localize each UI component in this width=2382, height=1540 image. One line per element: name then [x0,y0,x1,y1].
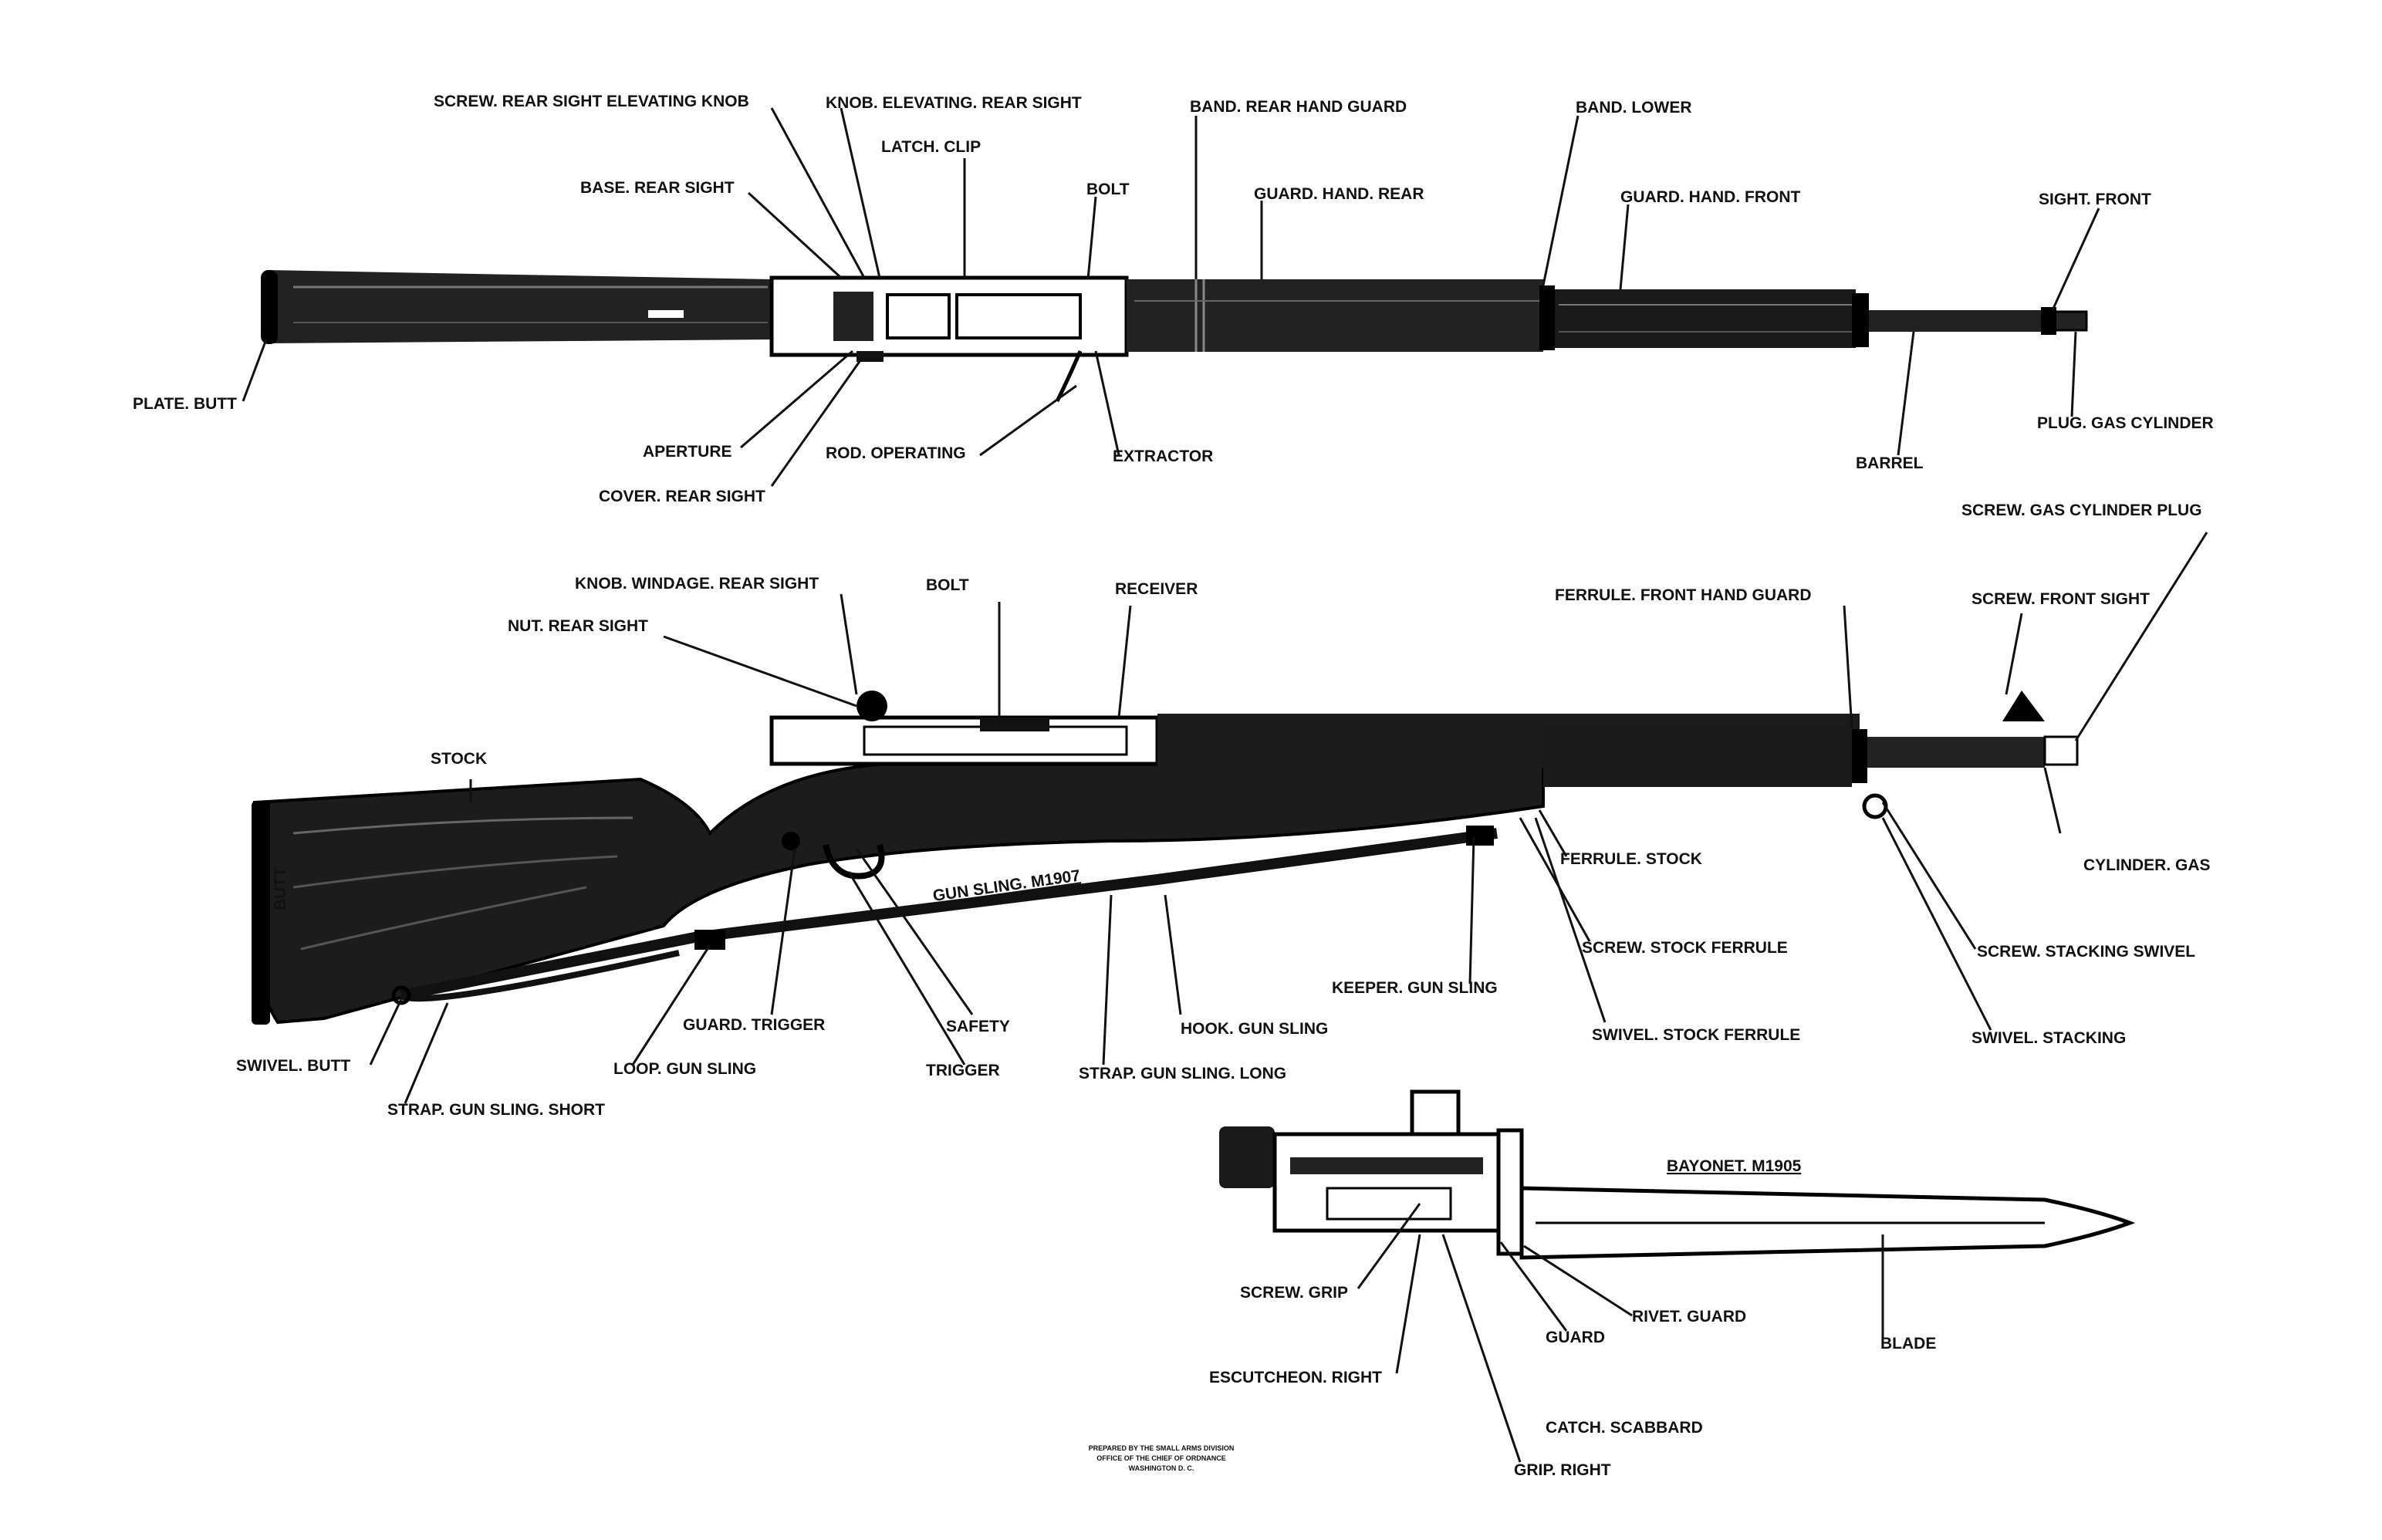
bayonet-guard [1496,1128,1524,1256]
barrel-top [1869,310,2054,332]
leader-lines [242,107,2208,1463]
gas-cylinder-side [1867,737,2045,768]
stacking-swivel-side [1862,793,1888,819]
label-ferrule-stock: FERRULE. STOCK [1560,850,1702,868]
label-keeper-gun-sling: KEEPER. GUN SLING [1332,979,1498,997]
label-safety: SAFETY [946,1018,1010,1035]
label-guard-hand-front: GUARD. HAND. FRONT [1620,188,1800,206]
stock-side [252,762,1545,1025]
label-receiver: RECEIVER [1115,580,1198,598]
label-band-rear-hand-guard: BAND. REAR HAND GUARD [1190,98,1407,116]
label-strap-gun-sling-short: STRAP. GUN SLING. SHORT [387,1101,605,1119]
label-swivel-stacking: SWIVEL. STACKING [1971,1029,2126,1047]
label-screw-front-sight: SCREW. FRONT SIGHT [1971,590,2150,608]
label-screw-stock-ferrule: SCREW. STOCK FERRULE [1582,939,1788,957]
label-nut-rear-sight: NUT. REAR SIGHT [508,617,648,635]
label-guard-trigger: GUARD. TRIGGER [683,1016,825,1034]
label-ferrule-front-hand-guard: FERRULE. FRONT HAND GUARD [1555,586,1811,604]
label-cylinder-gas: CYLINDER. GAS [2083,856,2211,874]
label-aperture: APERTURE [643,443,732,461]
bayonet-m1905 [1219,1089,2136,1260]
butt-stock-top [264,270,772,343]
trigger-guard-side [823,843,885,880]
label-rivet-guard: RIVET. GUARD [1632,1308,1746,1326]
label-swivel-butt: SWIVEL. BUTT [236,1057,350,1075]
label-strap-gun-sling-long: STRAP. GUN SLING. LONG [1079,1065,1286,1082]
credit-block: PREPARED BY THE SMALL ARMS DIVISION OFFI… [1089,1444,1235,1472]
bayonet-pommel [1219,1126,1275,1188]
gun-sling-side [400,828,1498,1001]
label-catch-scabbard: CATCH. SCABBARD [1546,1419,1703,1437]
label-bolt-top: BOLT [1086,181,1130,198]
label-guard-hand-rear: GUARD. HAND. REAR [1254,185,1424,203]
rifle-top-view [261,270,2088,403]
label-band-lower: BAND. LOWER [1576,99,1692,117]
label-bayonet-m1905: BAYONET. M1905 [1667,1157,1802,1175]
rifle-side-view [252,691,2079,1025]
label-screw-rear-sight-elevating-knob: SCREW. REAR SIGHT ELEVATING KNOB [434,93,749,110]
label-bolt-side: BOLT [926,576,969,594]
label-latch-clip: LATCH. CLIP [881,138,981,156]
label-stock: STOCK [431,750,487,768]
butt-plate [261,270,278,344]
label-barrel: BARREL [1856,454,1924,472]
label-screw-grip: SCREW. GRIP [1240,1284,1348,1302]
label-hook-gun-sling: HOOK. GUN SLING [1181,1020,1328,1038]
label-screw-stacking-swivel: SCREW. STACKING SWIVEL [1977,943,2195,961]
credit-line-1: PREPARED BY THE SMALL ARMS DIVISION [1089,1444,1235,1452]
rear-sight-knob-side [857,691,887,721]
label-loop-gun-sling: LOOP. GUN SLING [613,1060,756,1078]
label-rod-operating: ROD. OPERATING [826,444,966,462]
label-knob-elevating-rear-sight: KNOB. ELEVATING. REAR SIGHT [826,94,1082,112]
label-blade: BLADE [1880,1335,1936,1353]
label-grip-right: GRIP. RIGHT [1514,1461,1611,1479]
front-sight-top [2041,307,2056,335]
butt-plate-side [252,801,270,1025]
label-swivel-stock-ferrule: SWIVEL. STOCK FERRULE [1592,1026,1800,1044]
front-sight-side [2002,691,2045,721]
trigger-outline-top [1055,350,1083,403]
label-escutcheon-right: ESCUTCHEON. RIGHT [1209,1369,1382,1386]
front-hand-guard-top [1555,289,1856,348]
label-plug-gas-cylinder: PLUG. GAS CYLINDER [2037,414,2214,432]
part-labels: SCREW. REAR SIGHT ELEVATING KNOB KNOB. E… [133,93,2214,1479]
label-trigger: TRIGGER [926,1062,1000,1079]
label-extractor: EXTRACTOR [1113,447,1213,465]
credit-line-3: WASHINGTON D. C. [1129,1464,1194,1472]
label-sight-front: SIGHT. FRONT [2039,191,2151,208]
label-knob-windage-rear-sight: KNOB. WINDAGE. REAR SIGHT [575,575,819,593]
rear-hand-guard-top [1127,279,1543,352]
label-base-rear-sight: BASE. REAR SIGHT [580,179,735,197]
label-cover-rear-sight: COVER. REAR SIGHT [599,488,765,505]
butt-swivel-side [391,985,411,1005]
label-guard-bayonet: GUARD [1546,1329,1605,1346]
label-butt: BUTT [272,867,289,910]
label-plate-butt: PLATE. BUTT [133,395,237,413]
label-screw-gas-cylinder-plug: SCREW. GAS CYLINDER PLUG [1961,502,2202,519]
credit-line-2: OFFICE OF THE CHIEF OF ORDNANCE [1096,1454,1226,1462]
